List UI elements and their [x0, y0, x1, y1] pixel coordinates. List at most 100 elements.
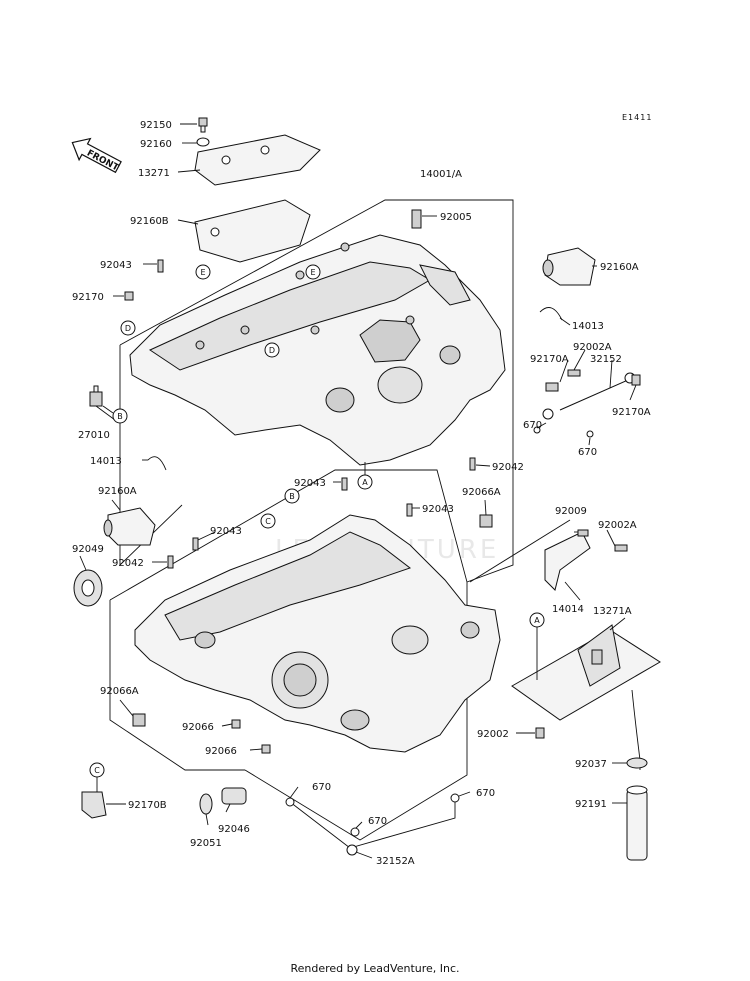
- half-bearing-14013-right: [539, 307, 563, 321]
- gasket-92160B: [194, 199, 311, 263]
- label-92037: 92037: [575, 759, 607, 770]
- ref-circle-d-left: D: [120, 320, 136, 336]
- ref-circle-b-left: B: [112, 408, 128, 424]
- lower-crankcase: [134, 514, 501, 753]
- label-92002: 92002: [477, 729, 509, 740]
- ref-circle-a-right: A: [529, 612, 545, 628]
- svg-text:B: B: [117, 412, 123, 421]
- part-labels: 92150 92160 13271 92160B 14001/A 92005 9…: [72, 120, 651, 867]
- plug-92066-lower: [261, 744, 271, 754]
- plug-27010: [89, 385, 103, 407]
- oil-filler-92160A-upper: [542, 247, 596, 286]
- bolt-92170A-right: [631, 374, 641, 386]
- bearing-92046: [221, 787, 247, 805]
- o-ring-670-bottom-center: [350, 827, 360, 837]
- label-92066-lower: 92066: [205, 746, 237, 757]
- label-92043-center: 92043: [294, 478, 326, 489]
- diagram-code: E1411: [622, 113, 652, 122]
- label-92002A-upper: 92002A: [573, 342, 612, 353]
- svg-text:A: A: [362, 478, 368, 487]
- label-27010: 27010: [78, 430, 110, 441]
- label-92046: 92046: [218, 824, 250, 835]
- label-92049: 92049: [72, 544, 104, 555]
- label-92160B: 92160B: [130, 216, 169, 227]
- label-92160A-lower: 92160A: [98, 486, 137, 497]
- o-ring-670-right-lower: [586, 430, 594, 438]
- label-92066A-left: 92066A: [100, 686, 139, 697]
- label-92170: 92170: [72, 292, 104, 303]
- bolt-92002A-lower: [614, 544, 628, 552]
- dowel-92005: [411, 209, 422, 229]
- ref-circle-c-bottom: C: [89, 762, 105, 778]
- svg-text:E: E: [310, 268, 315, 277]
- ref-circle-a-center: A: [357, 474, 373, 490]
- ref-leader-b-left: [102, 405, 114, 414]
- assembly-outline-lines: [109, 199, 571, 841]
- label-92066A-right: 92066A: [462, 487, 501, 498]
- label-92042-left: 92042: [112, 558, 144, 569]
- dowel-92043-center: [341, 477, 348, 491]
- washer-92160: [196, 137, 210, 147]
- label-92042-right: 92042: [492, 462, 524, 473]
- plug-92066A-left: [132, 713, 146, 727]
- label-92170A-right: 92170A: [612, 407, 651, 418]
- half-bearing-14013-left: [147, 456, 167, 471]
- plug-92066-upper: [231, 719, 241, 729]
- label-92043-upper: 92043: [100, 260, 132, 271]
- dowel-92042-right: [469, 457, 476, 471]
- bearing-92051: [199, 793, 213, 815]
- label-92009: 92009: [555, 506, 587, 517]
- label-13271: 13271: [138, 168, 170, 179]
- label-670-bottom-left: 670: [312, 782, 331, 793]
- label-92043-right: 92043: [422, 504, 454, 515]
- label-92043-left: 92043: [210, 526, 242, 537]
- label-92160A-upper: 92160A: [600, 262, 639, 273]
- label-92150: 92150: [140, 120, 172, 131]
- upper-crankcase: [129, 234, 506, 466]
- leader-lines: [79, 123, 637, 859]
- cover-plate-13271: [194, 134, 321, 186]
- clamp-92037: [626, 757, 648, 769]
- label-670-upper: 670: [523, 420, 542, 431]
- bolt-92150: [198, 117, 208, 133]
- ref-circle-e-center: E: [305, 264, 321, 280]
- dowel-92043-right: [406, 503, 413, 517]
- clip-92170: [124, 291, 134, 301]
- svg-text:A: A: [534, 616, 540, 625]
- o-ring-670-right-upper: [533, 426, 541, 434]
- label-32152A: 32152A: [376, 856, 415, 867]
- label-670-bottom-center: 670: [368, 816, 387, 827]
- svg-text:D: D: [125, 324, 131, 333]
- ref-circle-d-center: D: [264, 342, 280, 358]
- ref-circle-c-center: C: [260, 513, 276, 529]
- o-ring-670-bottom-right: [450, 793, 460, 803]
- svg-text:E: E: [200, 268, 205, 277]
- label-14013-left: 14013: [90, 456, 122, 467]
- oil-pipe-32152A: [289, 800, 456, 856]
- label-13271A: 13271A: [593, 606, 632, 617]
- svg-text:D: D: [269, 346, 275, 355]
- label-92160: 92160: [140, 139, 172, 150]
- label-14014: 14014: [552, 604, 584, 615]
- dowel-92042-left: [167, 555, 174, 569]
- bolt-92002A-upper: [567, 369, 581, 377]
- clip-92170B: [81, 791, 107, 819]
- footer-text: Rendered by LeadVenture, Inc.: [290, 962, 460, 975]
- label-92170B: 92170B: [128, 800, 167, 811]
- label-670-bottom-right: 670: [476, 788, 495, 799]
- ref-circle-e-upper: E: [195, 264, 211, 280]
- label-92005: 92005: [440, 212, 472, 223]
- svg-text:C: C: [94, 766, 100, 775]
- label-14001-a: 14001/A: [420, 169, 462, 180]
- plug-92066A-right: [479, 514, 493, 528]
- label-92002A-lower: 92002A: [598, 520, 637, 531]
- bolt-92002: [535, 727, 545, 739]
- label-32152: 32152: [590, 354, 622, 365]
- label-92191: 92191: [575, 799, 607, 810]
- bolt-92170A-upper: [545, 382, 559, 392]
- oil-filler-92160A-lower: [103, 507, 156, 546]
- label-14013-right: 14013: [572, 321, 604, 332]
- ref-circle-b-center: B: [284, 488, 300, 504]
- oil-seal-92049: [73, 569, 103, 607]
